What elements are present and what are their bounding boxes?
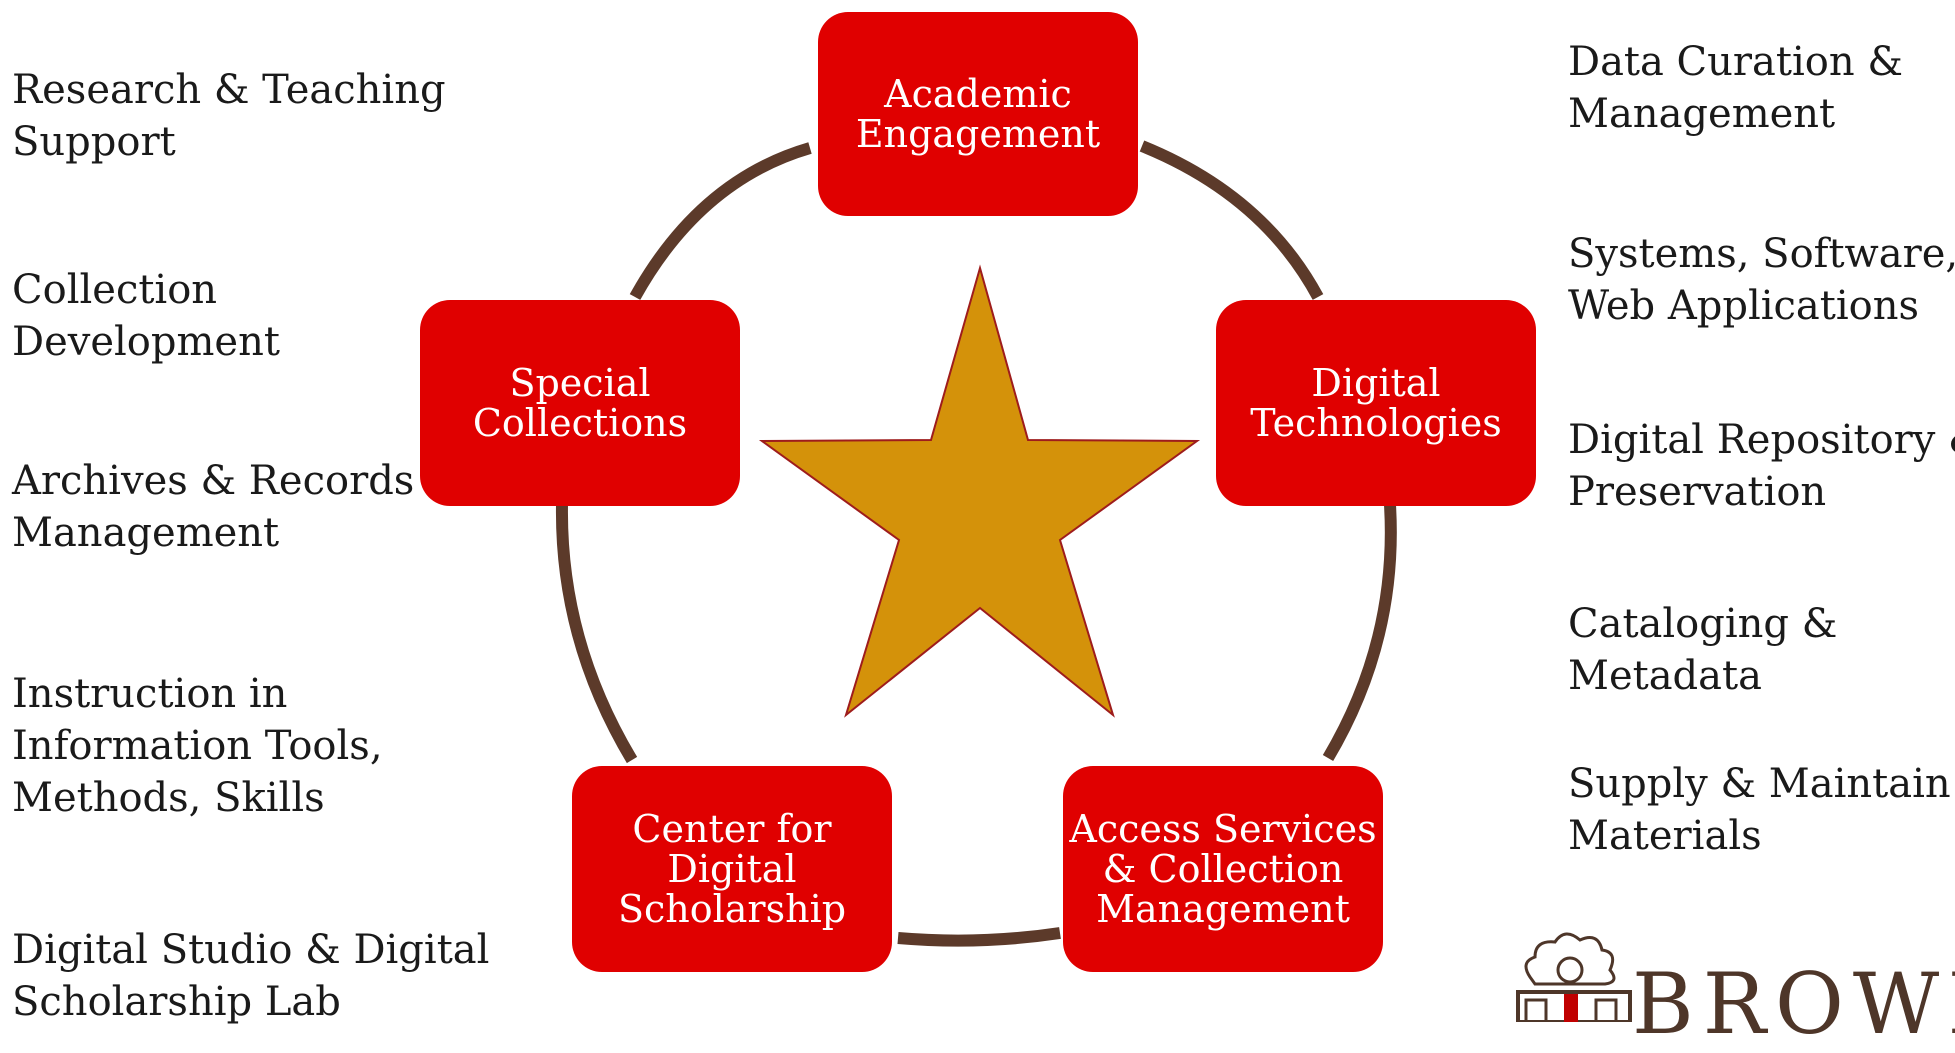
node-access-services: Access Services & Collection Management: [1063, 766, 1383, 972]
brown-seal-logo: [1516, 932, 1632, 1022]
node-center-digital-scholarship: Center for Digital Scholarship: [572, 766, 892, 972]
right-item-data-curation: Data Curation & Management: [1568, 39, 1903, 137]
seal-sun-icon: [1556, 956, 1584, 984]
left-item-research-teaching: Research & Teaching Support: [12, 67, 446, 165]
node-academic-engagement: Academic Engagement: [818, 12, 1138, 216]
left-item-digital-studio: Digital Studio & Digital Scholarship Lab: [12, 927, 490, 1025]
left-item-collection-development: Collection Development: [12, 267, 280, 365]
ring-arc-special-academic: [629, 142, 812, 300]
seal-shield-icon: [1516, 990, 1632, 1022]
ring-arc-cds-special: [555, 504, 638, 764]
center-star: [758, 264, 1201, 718]
right-item-systems-software: Systems, Software, Web Applications: [1568, 231, 1955, 329]
diagram-canvas: [555, 140, 1397, 947]
right-item-digital-repository: Digital Repository & Preservation: [1568, 417, 1955, 515]
left-item-archives-records: Archives & Records Management: [12, 458, 415, 556]
right-item-supply-maintain: Supply & Maintain Materials: [1568, 761, 1951, 859]
right-item-cataloging: Cataloging & Metadata: [1568, 601, 1838, 699]
ring-arc-digital-access: [1322, 504, 1397, 762]
ring-arc-academic-digital: [1139, 140, 1324, 300]
node-special-collections: Special Collections: [420, 300, 740, 506]
seal-cloud-icon: [1524, 932, 1616, 986]
brown-logo-text: BROWN: [1632, 955, 1955, 1053]
node-digital-technologies: Digital Technologies: [1216, 300, 1536, 506]
left-item-instruction: Instruction in Information Tools, Method…: [12, 671, 383, 821]
ring-arc-access-cds: [897, 927, 1061, 947]
